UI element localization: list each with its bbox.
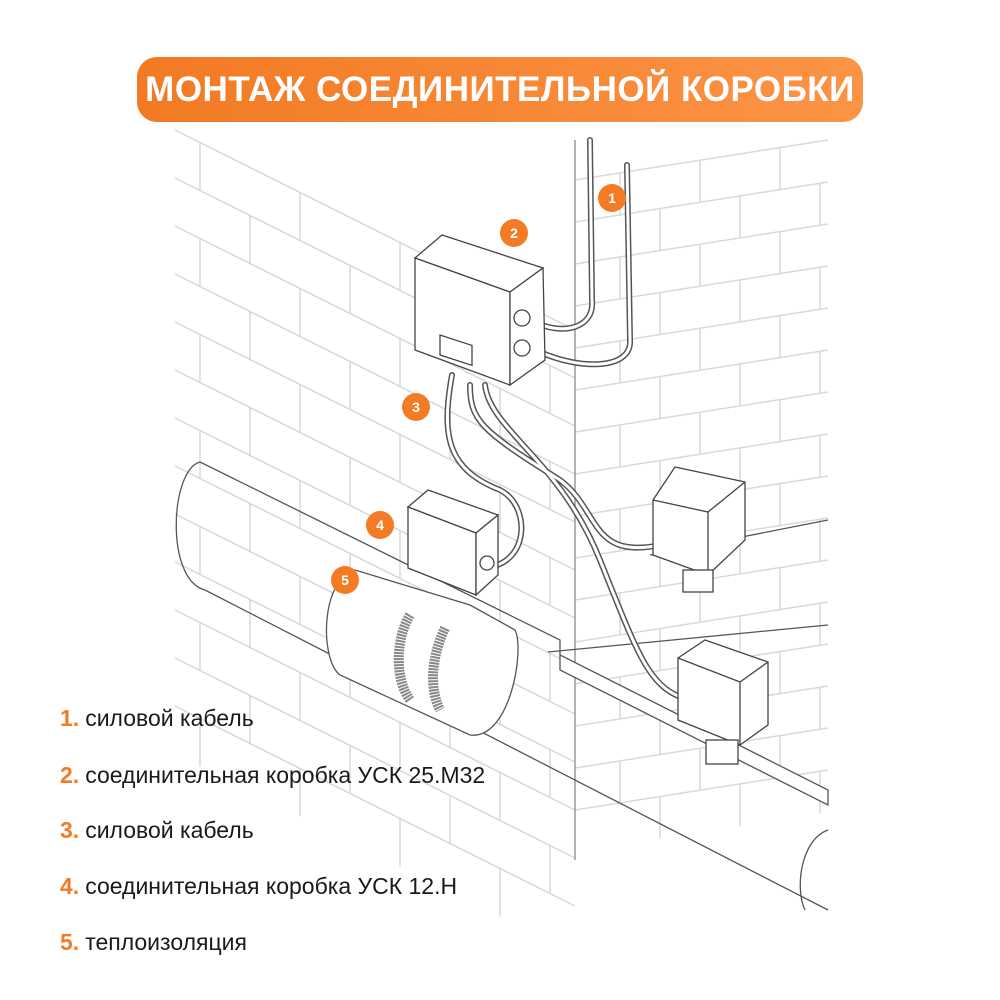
- legend-item: 3.силовой кабель: [60, 817, 254, 843]
- junction-box-right-lower: [677, 639, 769, 765]
- page-title: МОНТАЖ СОЕДИНИТЕЛЬНОЙ КОРОБКИ: [137, 57, 863, 122]
- svg-text:1: 1: [608, 190, 616, 206]
- callout-5: 5: [331, 566, 359, 594]
- brick-line: [174, 225, 576, 427]
- callout-2: 2: [500, 219, 528, 247]
- brick-line: [574, 265, 829, 307]
- junction-box-usk-25-m32: [413, 234, 546, 387]
- junction-box-usk-12-h: [406, 489, 500, 597]
- brick-line: [574, 181, 829, 223]
- brick-line: [574, 391, 829, 433]
- brick-line: [574, 349, 829, 391]
- callout-1: 1: [598, 184, 626, 212]
- brick-line: [174, 609, 576, 811]
- brick-line: [174, 705, 576, 907]
- brick-line: [574, 433, 829, 475]
- brick-line: [574, 223, 829, 265]
- callout-4: 4: [366, 511, 394, 539]
- legend-item: 2.соединительная коробка УСК 25.М32: [60, 762, 486, 788]
- legend-item: 1.силовой кабель: [60, 705, 254, 731]
- brick-line: [574, 139, 829, 181]
- svg-text:2: 2: [510, 225, 518, 241]
- brick-line: [574, 727, 829, 769]
- clamp-bands: [393, 612, 450, 713]
- brick-line: [174, 321, 576, 523]
- brick-line: [174, 369, 576, 571]
- brick-line: [174, 657, 576, 859]
- legend-item: 4.соединительная коробка УСК 12.Н: [60, 873, 458, 899]
- brick-line: [574, 307, 829, 349]
- svg-text:5: 5: [341, 572, 349, 588]
- thermal-insulation: [325, 569, 519, 736]
- brick-line: [174, 273, 576, 475]
- svg-text:3: 3: [412, 399, 420, 415]
- callout-3: 3: [402, 393, 430, 421]
- brick-line: [574, 601, 829, 643]
- junction-box-right-upper: [652, 466, 746, 593]
- legend-item: 5.теплоизоляция: [60, 929, 247, 955]
- svg-text:4: 4: [376, 517, 384, 533]
